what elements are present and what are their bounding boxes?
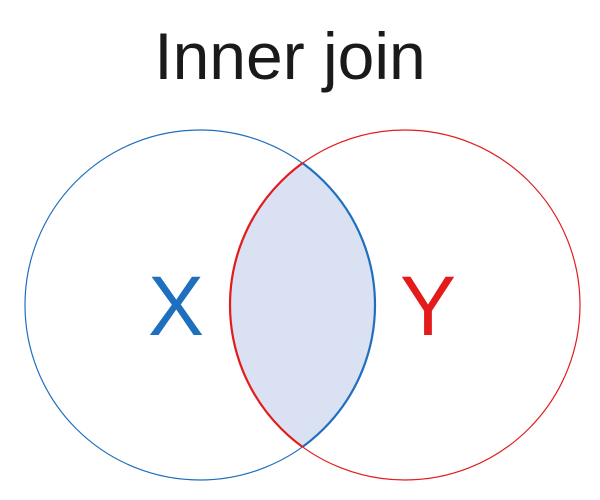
- set-y-intersection-edge: [228, 130, 375, 480]
- set-x-intersection-edge: [230, 130, 377, 480]
- page-title: Inner join: [154, 19, 426, 93]
- set-y-label: Y: [400, 259, 456, 353]
- intersection-region: [230, 130, 375, 480]
- set-x-label: X: [148, 259, 204, 353]
